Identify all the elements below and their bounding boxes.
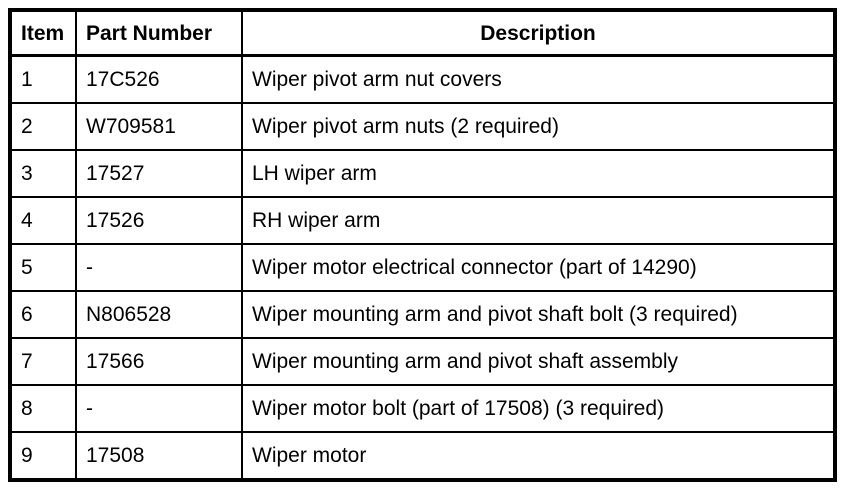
item-cell: 1 — [9, 54, 77, 104]
item-cell: 5 — [9, 243, 77, 292]
item-cell: 9 — [9, 431, 77, 481]
description-column-header: Description — [241, 9, 836, 57]
item-cell: 2 — [9, 102, 77, 151]
table-row: 5-Wiper motor electrical connector (part… — [9, 243, 836, 292]
description-cell: Wiper mounting arm and pivot shaft bolt … — [241, 290, 836, 339]
item-column-header: Item — [9, 9, 77, 57]
description-cell: LH wiper arm — [241, 149, 836, 198]
item-cell: 7 — [9, 337, 77, 386]
item-cell: 3 — [9, 149, 77, 198]
item-cell: 6 — [9, 290, 77, 339]
part-number-cell: W709581 — [75, 102, 243, 151]
part-number-cell: N806528 — [75, 290, 243, 339]
table-row: 8-Wiper motor bolt (part of 17508) (3 re… — [9, 384, 836, 433]
description-cell: Wiper motor bolt (part of 17508) (3 requ… — [241, 384, 836, 433]
description-cell: Wiper motor — [241, 431, 836, 481]
description-cell: Wiper pivot arm nuts (2 required) — [241, 102, 836, 151]
description-cell: Wiper mounting arm and pivot shaft assem… — [241, 337, 836, 386]
part-number-cell: 17C526 — [75, 54, 243, 104]
item-cell: 8 — [9, 384, 77, 433]
part-number-cell: - — [75, 384, 243, 433]
part-number-cell: 17508 — [75, 431, 243, 481]
part-number-cell: 17566 — [75, 337, 243, 386]
part-number-cell: 17527 — [75, 149, 243, 198]
description-cell: Wiper motor electrical connector (part o… — [241, 243, 836, 292]
parts-table-header: Item Part Number Description — [9, 9, 836, 57]
description-cell: RH wiper arm — [241, 196, 836, 245]
header-row: Item Part Number Description — [9, 9, 836, 57]
item-cell: 4 — [9, 196, 77, 245]
part-number-column-header: Part Number — [75, 9, 243, 57]
part-number-cell: - — [75, 243, 243, 292]
part-number-cell: 17526 — [75, 196, 243, 245]
description-cell: Wiper pivot arm nut covers — [241, 54, 836, 104]
